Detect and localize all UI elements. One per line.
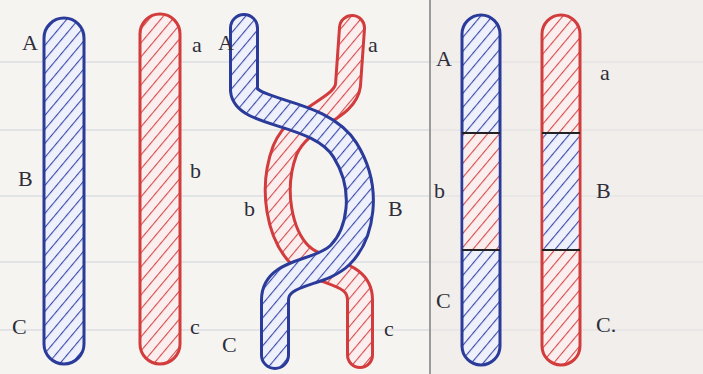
- gene-label: A: [22, 32, 38, 54]
- gene-label: C.: [596, 314, 616, 336]
- gene-label: B: [596, 180, 611, 202]
- blue-segment: [544, 133, 579, 250]
- gene-label: C: [222, 334, 237, 356]
- gene-label: C: [12, 316, 27, 338]
- gene-label: b: [434, 180, 445, 202]
- gene-label: C: [436, 290, 451, 312]
- blue-chromosome: [244, 28, 360, 355]
- gene-label: b: [190, 160, 201, 182]
- blue-chromosome: [462, 15, 500, 365]
- page-edge: [430, 0, 703, 374]
- gene-label: c: [384, 318, 394, 340]
- gene-label: B: [18, 168, 33, 190]
- gene-label: a: [368, 34, 378, 56]
- gene-label: a: [192, 34, 202, 56]
- gene-label: A: [436, 48, 452, 70]
- page-edge: [429, 0, 431, 374]
- gene-label: a: [600, 62, 610, 84]
- gene-label: b: [244, 198, 255, 220]
- gene-label: A: [218, 32, 234, 54]
- blue-chromosome: [244, 28, 360, 355]
- gene-label: B: [388, 198, 403, 220]
- blue-chromosome: [44, 18, 84, 364]
- red-chromosome: [542, 15, 580, 365]
- red-chromosome: [140, 14, 180, 364]
- gene-label: c: [190, 316, 200, 338]
- red-segment: [464, 133, 499, 250]
